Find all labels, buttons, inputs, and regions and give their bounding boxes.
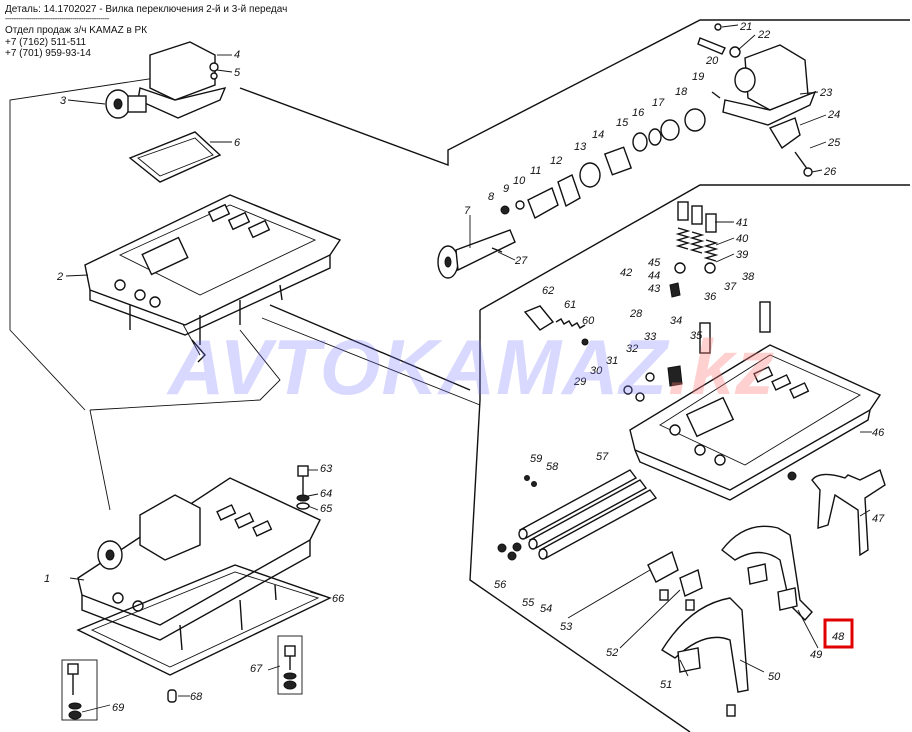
plug-and-spring	[523, 305, 589, 346]
part-label-56: 56	[494, 579, 507, 591]
part-label-38: 38	[742, 271, 755, 283]
top-cover-assembly	[105, 41, 227, 119]
part-label-55: 55	[522, 597, 535, 609]
part-label-66: 66	[332, 593, 345, 605]
part-label-9: 9	[503, 183, 509, 195]
part-label-68: 68	[190, 691, 203, 703]
phone-2: +7 (701) 959-93-14	[5, 48, 91, 59]
part-label-13: 13	[574, 141, 587, 153]
housing-29	[623, 301, 882, 501]
part-number-labels: 1 2 3 4 5 6 7 8 9 10 11 12 13 14 15 16 1…	[44, 21, 885, 714]
part-label-25: 25	[827, 137, 841, 149]
phone-1: +7 (7162) 511-511	[5, 37, 87, 48]
part-label-32: 32	[626, 343, 638, 355]
highlight-box-part-48	[823, 618, 854, 649]
part-label-24: 24	[827, 109, 840, 121]
part-label-52: 52	[606, 647, 618, 659]
header-divider: ----------------------------------------…	[5, 14, 109, 23]
part-label-20: 20	[705, 55, 719, 67]
part-label-54: 54	[540, 603, 552, 615]
part-label-19: 19	[692, 71, 704, 83]
part-label-53: 53	[560, 621, 573, 633]
part-label-27: 27	[514, 255, 528, 267]
part-label-28: 28	[629, 308, 643, 320]
part-label-15: 15	[616, 117, 629, 129]
part-label-23: 23	[819, 87, 833, 99]
part-label-12: 12	[550, 155, 562, 167]
part-label-50: 50	[768, 671, 781, 683]
part-label-17: 17	[652, 97, 665, 109]
watermark: AVTOKAMAZ.kz	[168, 322, 775, 413]
part-label-1: 1	[44, 573, 50, 585]
forks-group	[647, 525, 813, 717]
part-label-26: 26	[823, 166, 837, 178]
bolt-set	[61, 465, 310, 721]
part-label-36: 36	[704, 291, 717, 303]
part-label-47: 47	[872, 513, 885, 525]
watermark-main: AVTOKAMAZ	[168, 323, 669, 411]
part-label-3: 3	[60, 95, 67, 107]
part-label-44: 44	[648, 270, 660, 282]
top-right-cover-23	[697, 23, 817, 177]
part-label-4: 4	[234, 49, 240, 61]
part-label-7: 7	[464, 205, 471, 217]
part-label-11: 11	[530, 165, 541, 177]
part-label-39: 39	[736, 249, 748, 261]
part-label-40: 40	[736, 233, 749, 245]
gasket-6	[128, 131, 222, 183]
watermark-suffix: .kz	[668, 323, 776, 411]
detail-title: Деталь: 14.1702027 - Вилка переключения …	[5, 4, 288, 15]
sales-dept: Отдел продаж з/ч KAMAZ в РК	[5, 25, 148, 36]
part-label-45: 45	[648, 257, 661, 269]
part-label-5: 5	[234, 67, 241, 79]
part-label-37: 37	[724, 281, 737, 293]
part-label-67: 67	[250, 663, 263, 675]
fork-47	[787, 469, 886, 557]
part-label-65: 65	[320, 503, 333, 515]
part-label-29: 29	[573, 376, 586, 388]
leader-lines	[65, 24, 872, 713]
part-label-51: 51	[660, 679, 672, 691]
housing-2	[84, 194, 342, 363]
part-label-22: 22	[757, 29, 770, 41]
part-label-43: 43	[648, 283, 661, 295]
part-label-48: 48	[832, 631, 845, 643]
part-label-2: 2	[56, 271, 63, 283]
connector-lines	[9, 19, 910, 732]
part-label-69: 69	[112, 702, 124, 714]
springs-group	[669, 201, 719, 298]
part-label-31: 31	[606, 355, 618, 367]
part-label-41: 41	[736, 217, 748, 229]
part-label-18: 18	[675, 86, 688, 98]
part-label-8: 8	[488, 191, 495, 203]
part-label-10: 10	[513, 175, 526, 187]
part-label-62: 62	[542, 285, 554, 297]
part-label-21: 21	[739, 21, 752, 33]
shaft-and-rings-row	[437, 91, 721, 279]
part-label-42: 42	[620, 267, 632, 279]
part-label-49: 49	[810, 649, 822, 661]
part-label-60: 60	[582, 315, 595, 327]
part-label-59: 59	[530, 453, 542, 465]
part-label-46: 46	[872, 427, 885, 439]
part-label-6: 6	[234, 137, 241, 149]
housing-assembly-1	[77, 477, 321, 651]
part-label-57: 57	[596, 451, 609, 463]
part-label-30: 30	[590, 365, 603, 377]
part-label-14: 14	[592, 129, 604, 141]
part-label-64: 64	[320, 488, 332, 500]
part-label-35: 35	[690, 330, 703, 342]
part-label-34: 34	[670, 315, 682, 327]
part-label-63: 63	[320, 463, 333, 475]
rods-group	[497, 469, 658, 561]
part-label-61: 61	[564, 299, 576, 311]
part-label-16: 16	[632, 107, 645, 119]
part-label-58: 58	[546, 461, 559, 473]
part-label-33: 33	[644, 331, 657, 343]
